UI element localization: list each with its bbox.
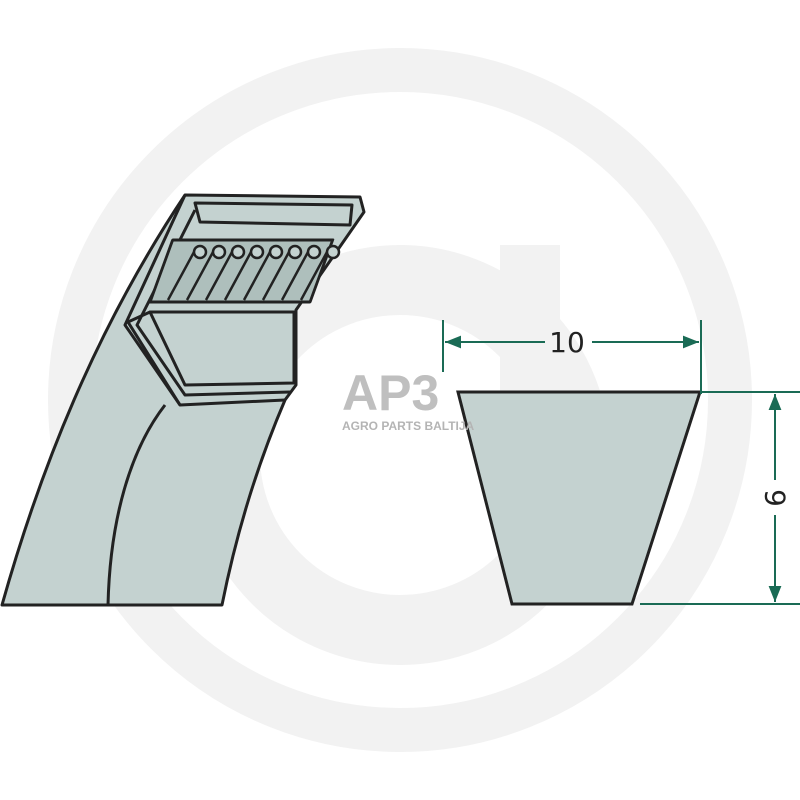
belt-cross-section	[456, 390, 703, 606]
belt-inner-line	[106, 404, 167, 606]
belt-cover-top	[193, 201, 354, 227]
watermark-logo-text: AP3	[342, 365, 439, 421]
width-dimension-label: 10	[549, 326, 585, 359]
tension-cords	[166, 244, 341, 301]
height-dimension-label: 6	[759, 489, 792, 507]
belt-compression-block	[148, 310, 296, 387]
belt-perspective-drawing	[0, 193, 366, 607]
watermark-tagline: AGRO PARTS BALTIJA	[342, 419, 475, 433]
dimension-lines	[442, 320, 800, 605]
